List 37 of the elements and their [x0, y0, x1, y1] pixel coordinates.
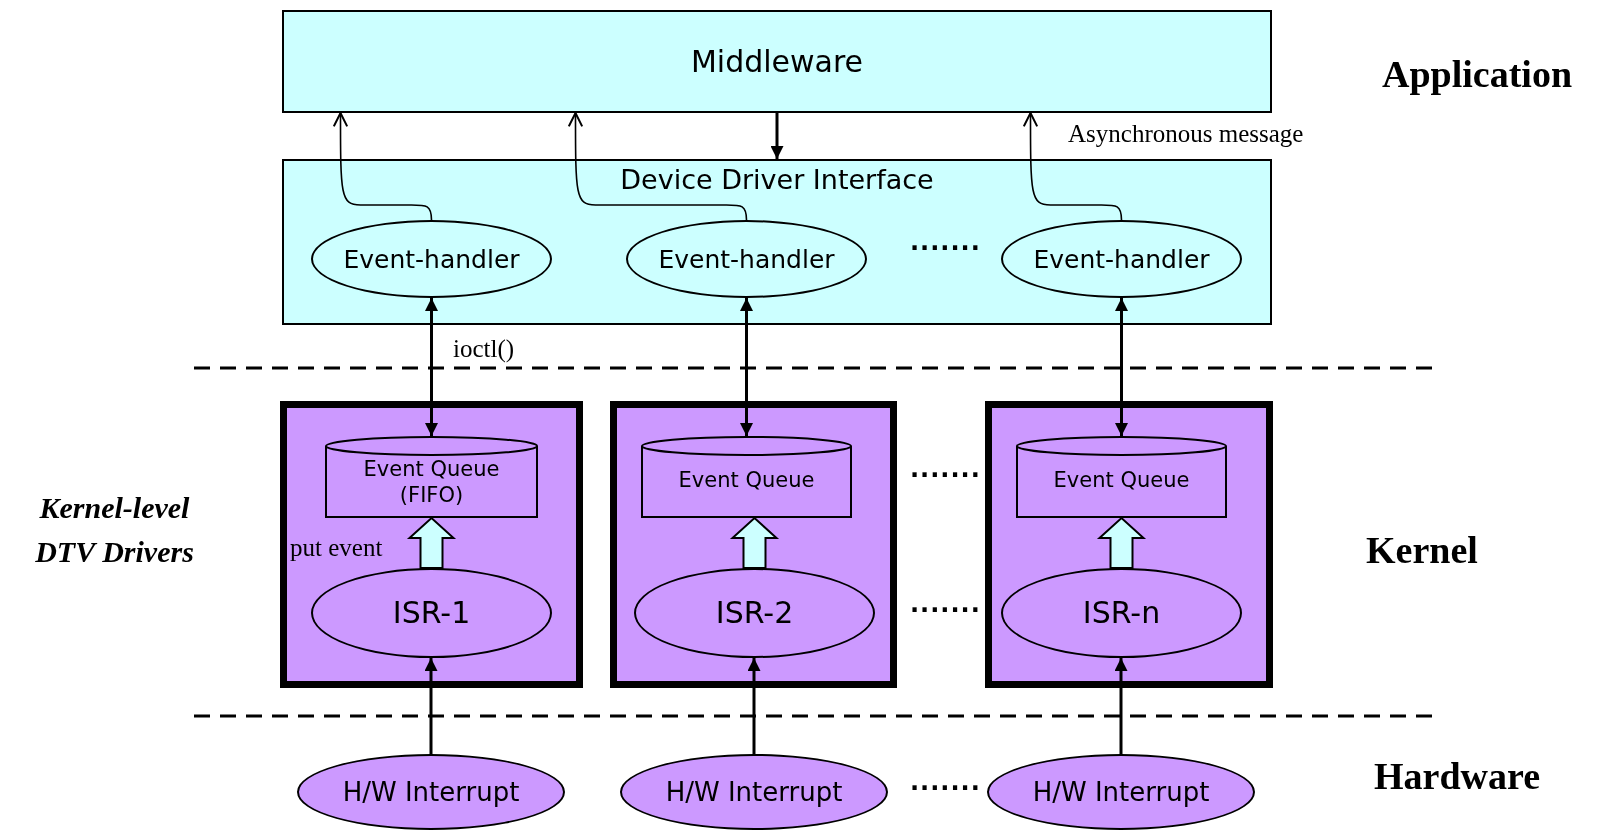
node-label: Event Queue (FIFO)	[362, 456, 501, 509]
layer-label: Application	[1382, 52, 1573, 96]
layer-label: Hardware	[1374, 754, 1541, 798]
ellipsis-dots: .......	[910, 768, 981, 796]
side-note: Kernel-level DTV Drivers	[34, 490, 195, 570]
node-label: H/W Interrupt	[1031, 775, 1211, 809]
node-label: Event Queue	[1052, 466, 1191, 493]
ellipsis-dots: .......	[910, 590, 981, 618]
double-arrow	[425, 298, 438, 436]
node-label: Event-handler	[657, 243, 836, 275]
node-label: H/W Interrupt	[341, 775, 521, 809]
node-label: Event-handler	[342, 243, 521, 275]
double-arrow	[740, 298, 753, 436]
block-arrow	[729, 516, 780, 569]
ellipsis-dots: .......	[910, 455, 981, 483]
driver-box	[985, 401, 1273, 688]
node-label: ISR-2	[714, 594, 795, 632]
arrow	[747, 658, 761, 754]
node-label: Middleware	[689, 42, 865, 81]
node-label: Event-handler	[1032, 243, 1211, 275]
layer-label: Kernel	[1366, 528, 1478, 572]
node-label: ISR-1	[391, 594, 472, 632]
layer-box	[282, 10, 1272, 113]
double-arrow	[1115, 298, 1128, 436]
node-label: Event Queue	[677, 466, 816, 493]
arrow	[424, 658, 438, 754]
arrow	[770, 113, 784, 159]
node-label: H/W Interrupt	[664, 775, 844, 809]
driver-box	[280, 401, 583, 688]
node-label: ISR-n	[1081, 594, 1162, 632]
ellipsis-dots: .......	[910, 228, 981, 256]
block-arrow	[406, 516, 457, 569]
arrow	[1114, 658, 1128, 754]
node-label: Device Driver Interface	[619, 163, 935, 197]
interface-panel	[282, 159, 1272, 325]
driver-box	[610, 401, 897, 688]
block-arrow	[1096, 516, 1147, 569]
